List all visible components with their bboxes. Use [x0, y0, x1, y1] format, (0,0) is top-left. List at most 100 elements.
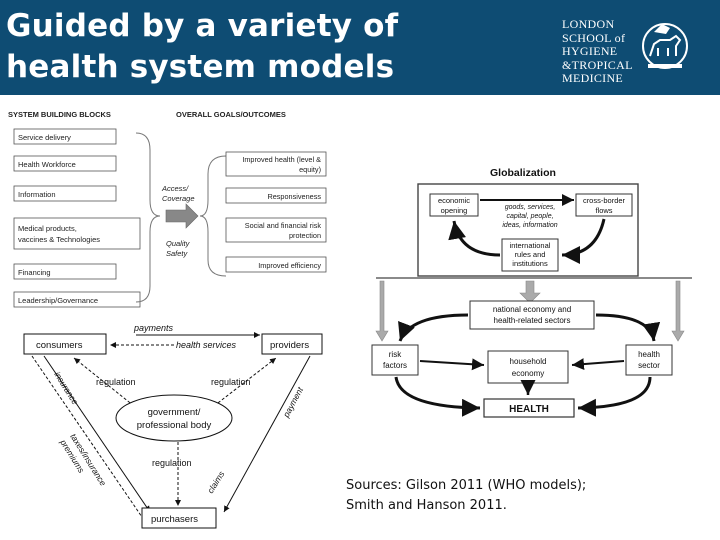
left-outer-line	[31, 355, 145, 521]
regulation-left-arrow	[73, 357, 135, 407]
goals-header: OVERALL GOALS/OUTCOMES	[176, 110, 286, 119]
who-building-blocks-diagram: SYSTEM BUILDING BLOCKS OVERALL GOALS/OUT…	[8, 110, 327, 308]
goal-risk-protection-label-2: protection	[289, 231, 321, 240]
logo-line-2: SCHOOL of	[562, 30, 626, 45]
ideas-label: ideas, information	[502, 222, 557, 229]
cross-border-label: cross-border	[583, 196, 626, 205]
regulation-right-label: regulation	[211, 377, 251, 387]
goal-responsiveness	[225, 187, 327, 204]
household-economy-box	[487, 350, 569, 384]
crest-icon	[642, 23, 688, 69]
health-services-label: health services	[176, 340, 237, 350]
loop-right-bottom	[577, 376, 652, 417]
goal-improved-health-label-1: Improved health (level &	[242, 155, 321, 164]
blocks-header: SYSTEM BUILDING BLOCKS	[8, 110, 111, 119]
slide-title: Guided by a variety of health system mod…	[6, 6, 398, 88]
purchasers-box	[141, 507, 217, 529]
international-label: international	[510, 241, 551, 250]
loop-left-bottom	[394, 376, 481, 417]
left-loop-arrow	[448, 220, 501, 257]
goal-improved-efficiency-label: Improved efficiency	[258, 261, 321, 270]
regulation-right-arrow	[213, 357, 277, 407]
goal-improved-efficiency	[225, 256, 327, 273]
block-medical-products	[13, 217, 141, 250]
goal-improved-health-label-2: equity)	[299, 165, 321, 174]
block-medical-products-label-1: Medical products,	[18, 224, 77, 233]
international-box	[501, 238, 559, 272]
capital-label: capital, people,	[506, 213, 553, 220]
quality-label: Quality	[166, 239, 191, 248]
blocks-bracket	[135, 132, 161, 303]
providers-label: providers	[270, 340, 309, 351]
national-economy-box	[469, 300, 595, 330]
title-line-2: health system models	[6, 49, 395, 85]
consumers-label: consumers	[36, 340, 83, 351]
block-leadership	[13, 291, 141, 308]
rules-label: rules and	[515, 250, 546, 259]
goal-risk-protection	[225, 217, 327, 243]
block-service-delivery	[13, 128, 117, 145]
access-label: Access/	[161, 184, 189, 193]
regulation-bottom-label: regulation	[152, 458, 192, 468]
right-grey-arrow	[671, 280, 685, 342]
economic-label: economic	[438, 196, 470, 205]
block-information-label: Information	[18, 190, 56, 199]
cross-border-box	[575, 193, 633, 217]
left-grey-arrow	[375, 280, 389, 342]
block-service-delivery-label: Service delivery	[18, 133, 71, 142]
economy-label: economy	[512, 369, 544, 378]
goals-bracket	[199, 155, 227, 277]
health-label: HEALTH	[509, 404, 549, 415]
frame-top	[417, 183, 639, 277]
sources-note: Sources: Gilson 2011 (WHO models); Smith…	[346, 476, 586, 516]
block-leadership-label: Leadership/Governance	[18, 296, 98, 305]
block-health-workforce	[13, 155, 117, 172]
government-ellipse	[115, 394, 233, 442]
central-arrow	[165, 203, 199, 229]
block-financing-label: Financing	[18, 268, 51, 277]
economic-opening-box	[429, 193, 479, 217]
block-medical-products-label-2: vaccines & Technologies	[18, 235, 100, 244]
block-health-workforce-label: Health Workforce	[18, 160, 76, 169]
payments-label: payments	[133, 323, 174, 333]
loop-left-top	[398, 313, 469, 342]
risk-label: risk	[389, 350, 402, 359]
health-sector-box	[625, 344, 673, 376]
block-financing	[13, 263, 117, 280]
globalization-title: Globalization	[490, 167, 556, 179]
logo-wordmark: LONDON SCHOOL of HYGIENE &TROPICAL MEDIC…	[562, 17, 633, 86]
professional-body-label: professional body	[137, 420, 212, 431]
lshtm-logo: LONDON SCHOOL of HYGIENE &TROPICAL MEDIC…	[562, 17, 694, 85]
health-sector-label-1: health	[638, 350, 660, 359]
left-inner-line	[43, 355, 151, 513]
sources-line-1: Sources: Gilson 2011 (WHO models);	[346, 478, 587, 493]
sector-to-household	[571, 358, 625, 371]
insurance-label: insurance	[52, 370, 80, 407]
health-sector-label-2: sector	[638, 361, 660, 370]
opening-label: opening	[441, 206, 468, 215]
goal-responsiveness-label: Responsiveness	[267, 192, 321, 201]
right-loop-arrow	[561, 218, 606, 264]
coverage-label: Coverage	[162, 194, 195, 203]
logo-line-3: HYGIENE	[562, 44, 618, 58]
risk-to-household	[419, 358, 485, 371]
purchasers-label: purchasers	[151, 514, 198, 525]
title-banner: Guided by a variety of health system mod…	[0, 0, 720, 95]
health-system-triangle-diagram: payments consumers providers health serv…	[23, 323, 323, 529]
title-line-1: Guided by a variety of	[6, 8, 399, 44]
national-economy-label: national economy and	[493, 305, 571, 314]
providers-box	[261, 333, 323, 355]
logo-line-5: MEDICINE	[562, 71, 624, 85]
sources-line-2: Smith and Hanson 2011.	[346, 498, 507, 513]
flows-label: flows	[595, 206, 612, 215]
block-information	[13, 185, 117, 202]
goal-risk-protection-label-1: Social and financial risk	[245, 221, 322, 230]
logo-line-4: &TROPICAL	[562, 57, 633, 72]
goods-label: goods, services,	[505, 204, 556, 211]
goal-improved-health	[225, 151, 327, 177]
loop-right-top	[595, 313, 661, 342]
government-label: government/	[148, 407, 201, 418]
risk-factors-box	[371, 344, 419, 376]
claims-label: claims	[205, 469, 227, 495]
right-outer-line	[223, 355, 311, 513]
